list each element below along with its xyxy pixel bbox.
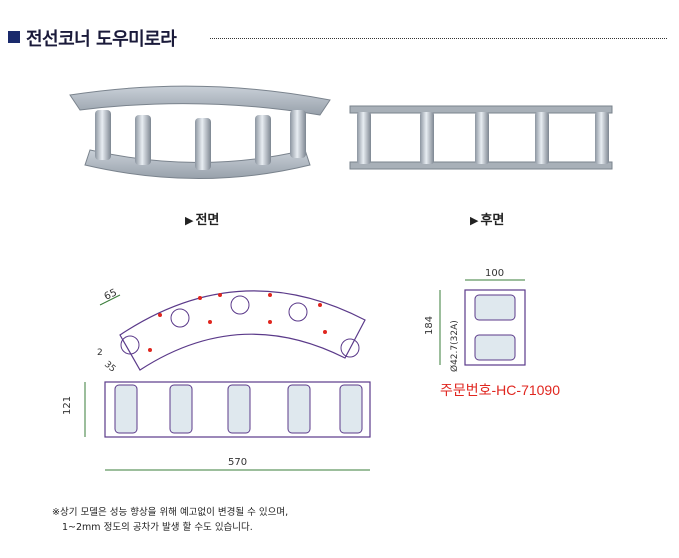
roller-hole (230, 295, 250, 315)
rear-photo (349, 105, 613, 170)
dim-184: 184 (424, 316, 435, 335)
triangle-right-icon: ▶ (470, 214, 479, 227)
order-number: 주문번호-HC-71090 (440, 382, 560, 398)
note-line-2: 1~2mm 정도의 공차가 발생 할 수도 있습니다. (62, 522, 253, 533)
title-divider (210, 38, 667, 39)
dim-100: 100 (485, 268, 504, 279)
front-caption: ▶전면 (185, 213, 220, 228)
roller-hole (170, 308, 190, 328)
straight-plate-outline (104, 381, 371, 438)
front-photo (69, 85, 331, 179)
triangle-right-icon: ▶ (185, 214, 194, 227)
title-bullet (8, 31, 20, 43)
rear-caption: ▶후면 (470, 213, 505, 228)
page-title: 전선코너 도우미로라 (26, 29, 177, 50)
dim-diameter: Ø42.7(32A) (449, 320, 460, 372)
dim-35: 35 (102, 360, 117, 375)
dim-2: 2 (97, 348, 103, 358)
curved-plate-outline (119, 290, 366, 371)
dim-121: 121 (62, 396, 73, 415)
roller-hole (340, 338, 360, 358)
side-view-outline (464, 289, 526, 366)
note-line-1: ※상기 모델은 성능 향상을 위해 예고없이 변경될 수 있으며, (52, 507, 289, 518)
roller-hole (120, 335, 140, 355)
roller-hole (288, 302, 308, 322)
disclaimer-note: ※상기 모델은 성능 향상을 위해 예고없이 변경될 수 있으며, 1~2mm … (52, 505, 288, 535)
dim-65: 65 (103, 287, 119, 302)
dim-570: 570 (228, 457, 247, 468)
technical-drawing: 65 2 35 121 570 100 184 Ø42.7(32A) (62, 268, 526, 471)
